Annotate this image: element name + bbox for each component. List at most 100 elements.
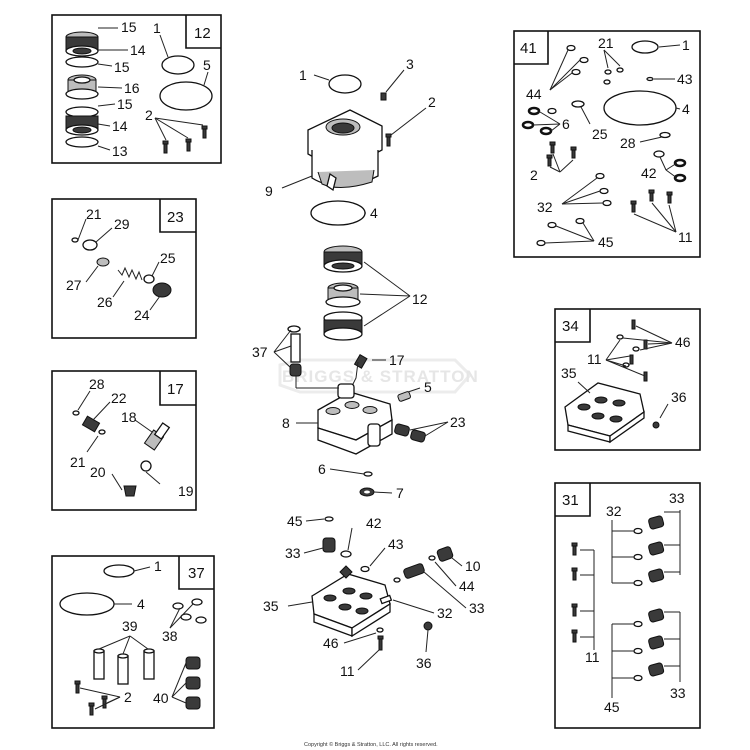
box-tag: 37: [188, 565, 205, 582]
callout: 40: [153, 690, 169, 706]
callout: 14: [112, 118, 128, 134]
box-tag-frame: [178, 556, 214, 590]
box-tag: 23: [167, 209, 184, 226]
callout: 32: [437, 605, 453, 621]
manifold: [317, 383, 393, 455]
callout: 15: [114, 59, 130, 75]
box-tag: 17: [167, 381, 184, 398]
callout: 36: [671, 389, 687, 405]
callout: 45: [598, 234, 614, 250]
callout: 11: [340, 663, 355, 679]
callout: 21: [86, 206, 102, 222]
callout: 21: [598, 35, 614, 51]
callout: 23: [450, 414, 466, 430]
bearing-stack-upper: [65, 31, 99, 68]
callout: 10: [465, 558, 481, 574]
seal-stack: [185, 656, 201, 710]
pump-head-housing: [307, 109, 383, 192]
box-tag-frame: [185, 15, 221, 49]
box-tag: 31: [562, 492, 579, 509]
lower-valve-plate: [311, 565, 391, 638]
callout: 15: [121, 19, 137, 35]
kit-box-41: 41: [513, 30, 701, 258]
callout: 28: [620, 135, 636, 151]
valve-plate: [564, 382, 645, 444]
callout: 7: [396, 485, 404, 501]
callout: 35: [263, 598, 279, 614]
callout: 44: [459, 578, 475, 594]
kit-box-23: 23 21 29 27 25 26 24: [51, 198, 197, 339]
bearing-stack: [323, 245, 363, 341]
o-ring-large: [159, 81, 213, 111]
spring-part: [117, 266, 143, 281]
callout: 1: [682, 37, 690, 53]
callout: 29: [114, 216, 130, 232]
small-seals: [616, 334, 640, 368]
kit-box-34: 34: [554, 308, 701, 451]
kit-box-12: 12: [51, 14, 222, 164]
callout: 33: [469, 600, 485, 616]
callout: 17: [389, 352, 405, 368]
callout: 22: [111, 390, 127, 406]
callout: 4: [682, 101, 690, 117]
kit-box-37: 37: [51, 555, 215, 729]
box-frame: [51, 198, 197, 339]
callout: 8: [282, 415, 290, 431]
callout: 42: [641, 165, 657, 181]
kit-box-31: 31: [554, 482, 701, 729]
callout: 2: [124, 689, 132, 705]
o-ring: [328, 74, 362, 94]
callout: 1: [299, 67, 307, 83]
callout: 2: [428, 94, 436, 110]
callout: 39: [122, 618, 138, 634]
brand-watermark: BRIGGS & STRATTON: [278, 358, 478, 394]
callout: 32: [606, 503, 622, 519]
callout: 42: [366, 515, 382, 531]
fittings-23: [394, 423, 426, 443]
callout: 20: [90, 464, 106, 480]
box-tag: 34: [562, 318, 579, 335]
callout: 44: [526, 86, 542, 102]
bushing-part: [65, 74, 99, 100]
box-frame: [554, 308, 701, 451]
callout: 15: [117, 96, 133, 112]
pistons: [93, 648, 155, 685]
screws: [571, 542, 578, 643]
callout: 3: [406, 56, 414, 72]
callout: 33: [669, 490, 685, 506]
valve-fitting: [143, 422, 171, 451]
callout: 46: [323, 635, 339, 651]
box-frame: [513, 30, 701, 258]
callout: 6: [318, 461, 326, 477]
box-tag-frame: [159, 371, 196, 406]
seats: [633, 527, 643, 682]
box-frame: [51, 555, 215, 729]
spring-stack: [379, 546, 454, 605]
box-tag: 41: [520, 40, 537, 57]
center-exploded-assembly: 1 3 2 9 4 12 37 17 5 8 23 6 7 45 42 33 4…: [252, 56, 485, 679]
springs-upper: [648, 515, 665, 677]
callout: 4: [137, 596, 145, 612]
callout: 43: [388, 536, 404, 552]
callout: 1: [154, 558, 162, 574]
callout: 25: [160, 250, 176, 266]
box-tag-frame: [555, 309, 591, 343]
callout: 2: [530, 167, 538, 183]
box-tag-frame: [514, 31, 549, 65]
o-ring-large: [310, 200, 366, 226]
callout: 12: [412, 291, 428, 307]
box-frame: [51, 14, 222, 164]
box-tag-frame: [555, 483, 591, 517]
callout: 16: [124, 80, 140, 96]
callout: 19: [178, 483, 194, 499]
screws: [629, 319, 648, 382]
callout: 45: [604, 699, 620, 715]
box-frame: [554, 482, 701, 729]
callout: 18: [121, 409, 137, 425]
piston: [290, 333, 301, 363]
o-ring-small: [161, 55, 195, 75]
callout: 11: [678, 229, 693, 245]
box-tag: 12: [194, 25, 211, 42]
copyright-text: Copyright © Briggs & Stratton, LLC. All …: [304, 741, 438, 748]
